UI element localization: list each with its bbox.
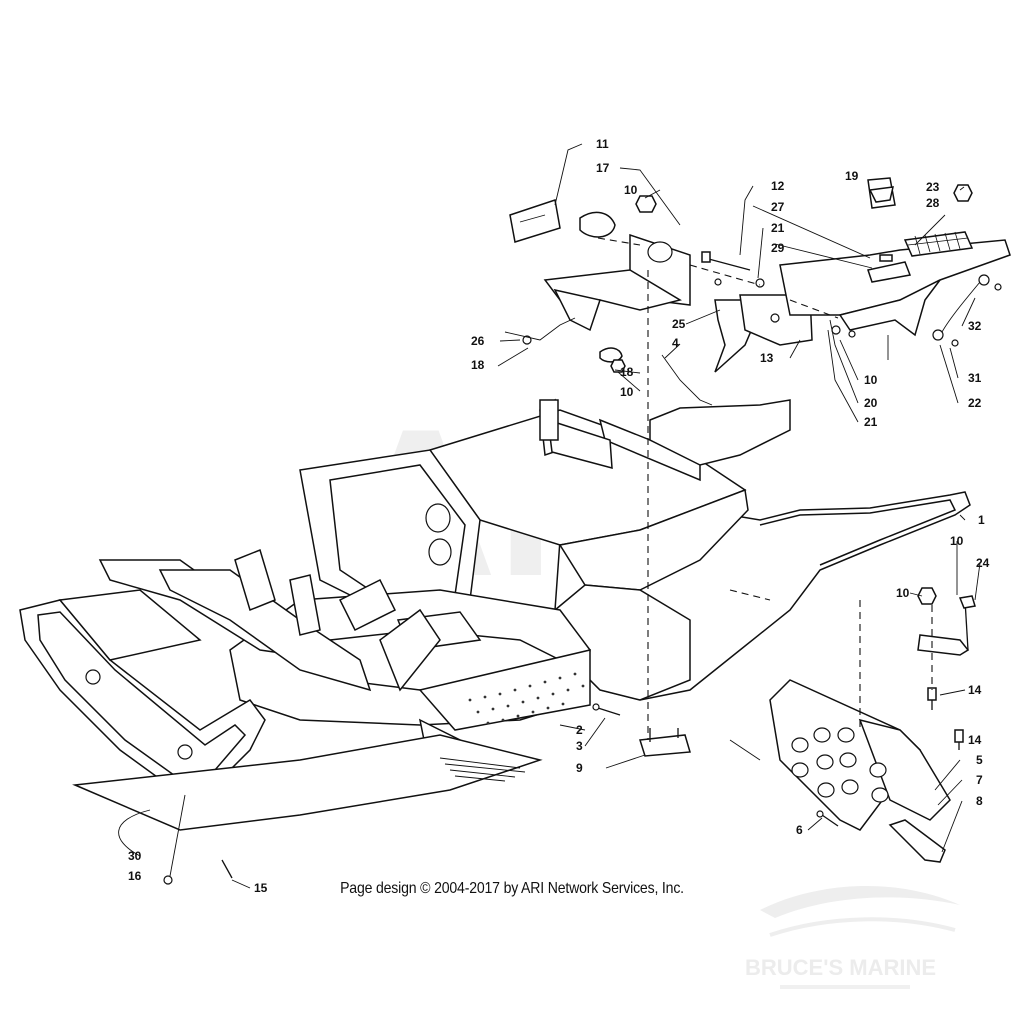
callout-29: 29	[771, 241, 785, 255]
callout-16: 16	[128, 869, 142, 883]
callout-10-right: 10	[950, 534, 964, 548]
callout-21-lower: 21	[864, 415, 878, 429]
callout-10-rear: 10	[864, 373, 878, 387]
callout-8: 8	[976, 794, 983, 808]
callout-10: 10	[624, 183, 638, 197]
callout-10-lower: 10	[620, 385, 634, 399]
callout-24: 24	[976, 556, 990, 570]
callout-31: 31	[968, 371, 982, 385]
callout-4: 4	[672, 336, 679, 350]
callout-17: 17	[596, 161, 610, 175]
callout-3: 3	[576, 739, 583, 753]
callout-11: 11	[596, 137, 609, 151]
frame-assembly	[19, 398, 971, 791]
rear-frame-assembly	[779, 177, 1011, 360]
callout-26: 26	[471, 334, 485, 348]
callout-18-lower: 18	[620, 365, 634, 379]
brace-bar	[888, 819, 946, 863]
callout-2: 2	[576, 723, 583, 737]
decal-plate	[867, 261, 912, 283]
callout-13: 13	[760, 351, 774, 365]
callout-23: 23	[926, 180, 940, 194]
dealer-watermark: BRUCE'S MARINE	[745, 886, 960, 989]
copyright-notice: Page design © 2004-2017 by ARI Network S…	[340, 880, 684, 897]
callout-20: 20	[864, 396, 878, 410]
dealer-watermark-text: BRUCE'S MARINE	[745, 955, 936, 980]
callout-32: 32	[968, 319, 982, 333]
bracket-17	[579, 211, 616, 238]
callout-15: 15	[254, 881, 268, 895]
callout-10-nut: 10	[896, 586, 910, 600]
callout-9: 9	[576, 761, 583, 775]
callout-18: 18	[471, 358, 485, 372]
foot-bracket	[639, 734, 691, 757]
brace-holes	[791, 727, 889, 803]
callout-22: 22	[968, 396, 982, 410]
callout-5: 5	[976, 753, 983, 767]
callout-numbers: 11 17 10 12 27 21 29 19 23 28 26 18 25 4…	[128, 137, 990, 895]
callout-21: 21	[771, 221, 785, 235]
callout-leader-lines	[118, 143, 981, 889]
rear-suspension-bracket	[639, 587, 976, 863]
callout-14-lower: 14	[968, 733, 982, 747]
gusset-plate	[509, 199, 561, 243]
steering-post-assembly	[504, 195, 813, 466]
pan-rivets	[468, 672, 585, 725]
callout-28: 28	[926, 196, 940, 210]
callout-14: 14	[968, 683, 982, 697]
callout-7: 7	[976, 773, 983, 787]
callout-12: 12	[771, 179, 785, 193]
axle-rod	[917, 634, 970, 656]
skid-plate-shading	[439, 757, 526, 782]
assembly-center-lines	[597, 237, 933, 740]
pan-side-panel	[418, 649, 591, 731]
callout-30: 30	[128, 849, 142, 863]
callout-25: 25	[672, 317, 686, 331]
callout-6: 6	[796, 823, 803, 837]
callout-1: 1	[978, 513, 985, 527]
callout-19: 19	[845, 169, 859, 183]
callout-27: 27	[771, 200, 785, 214]
